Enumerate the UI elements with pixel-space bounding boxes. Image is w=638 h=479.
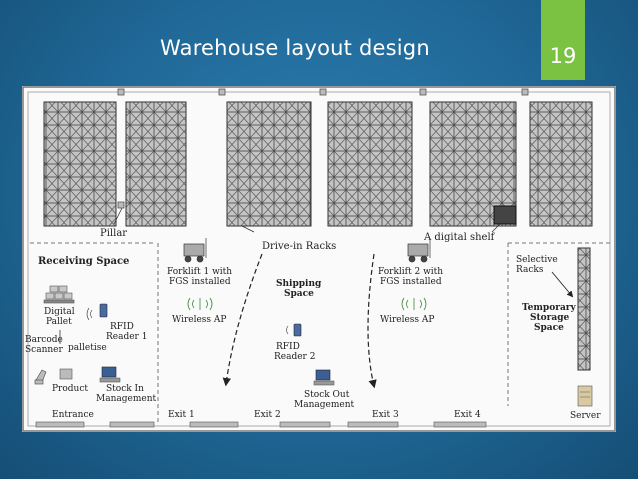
forklift-2-path-arrow [367, 253, 377, 389]
rfid-reader-1-label-2: Reader 1 [106, 332, 147, 342]
temp-storage-label-3: Space [534, 323, 564, 333]
selective-racks-label-2: Racks [516, 265, 544, 275]
rfid-reader-1-icon [86, 303, 108, 321]
rack-block-3 [226, 101, 312, 227]
temporary-storage-space: Selective Racks Temporary Storage Space … [516, 247, 601, 421]
rfid-reader-2-label-2: Reader 2 [274, 352, 315, 362]
warehouse-layout-svg: Pillar Drive-in Racks A digital shelf Re… [22, 86, 616, 432]
stock-in-label-2: Management [96, 394, 156, 404]
rack-block-4 [327, 101, 413, 227]
exit-3-label: Exit 3 [372, 410, 399, 420]
receiving-space-title: Receiving Space [38, 256, 129, 267]
drive-in-racks-label: Drive-in Racks [262, 241, 336, 252]
temp-storage-label-2: Storage [530, 313, 570, 323]
rack-block-1 [43, 101, 117, 227]
rfid-reader-2-label-1: RFID [276, 342, 300, 352]
pallet-stack-icon [43, 285, 75, 304]
selective-racks-arrow [551, 271, 574, 298]
selective-rack-column [577, 247, 591, 371]
shipping-space-label-1: Shipping [276, 279, 322, 289]
warehouse-layout-diagram: Pillar Drive-in Racks A digital shelf Re… [22, 86, 616, 432]
rack-block-5 [429, 101, 517, 227]
slide-number-text: 19 [549, 44, 577, 68]
barcode-scanner-icon [34, 369, 47, 385]
stock-out-label-2: Management [294, 400, 354, 410]
receiving-space: Receiving Space Digital Pallet Barcode S… [25, 256, 156, 420]
pillar-marker [117, 201, 125, 209]
palletise-label: palletise [68, 343, 107, 353]
slide-title: Warehouse layout design [160, 36, 430, 60]
wireless-ap-2-label: Wireless AP [380, 315, 434, 325]
rfid-reader-1-label-1: RFID [110, 322, 134, 332]
server-label: Server [570, 411, 601, 421]
server-icon [577, 385, 593, 407]
wireless-ap-1-icon [187, 297, 213, 311]
rack-block-6 [529, 101, 593, 227]
wireless-ap-2-icon [401, 297, 427, 311]
forklift-2-label-2: FGS installed [380, 277, 442, 287]
product-label: Product [52, 384, 88, 394]
stock-in-computer-icon [99, 366, 121, 383]
rfid-reader-2-icon [286, 323, 302, 337]
drive-in-racks [43, 101, 593, 227]
temp-storage-label-1: Temporary [522, 303, 577, 313]
wall-pillars [117, 88, 529, 96]
digital-shelf [493, 205, 517, 225]
stock-in-label-1: Stock In [106, 384, 144, 394]
rack-block-2 [125, 101, 187, 227]
exit-4-label: Exit 4 [454, 410, 481, 420]
digital-shelf-label: A digital shelf [423, 232, 496, 243]
forklift-2-label-1: Forklift 2 with [378, 267, 443, 277]
barcode-scanner-label-1: Barcode [25, 335, 63, 345]
forklift-1-label-1: Forklift 1 with [167, 267, 232, 277]
forklift-1-path-arrow [222, 253, 263, 387]
exit-2-label: Exit 2 [254, 410, 281, 420]
wireless-ap-1-label: Wireless AP [172, 315, 226, 325]
digital-pallet-label-2: Pallet [46, 317, 72, 327]
forklift-2-icon [407, 238, 431, 263]
pillar-label: Pillar [100, 228, 127, 239]
shipping-space-label-2: Space [284, 289, 314, 299]
selective-racks-label-1: Selective [516, 255, 558, 265]
stock-out-computer-icon [313, 369, 335, 386]
forklift-1-icon [183, 238, 207, 263]
barcode-scanner-label-2: Scanner [25, 345, 63, 355]
stock-out-label-1: Stock Out [304, 390, 350, 400]
entrance-label: Entrance [52, 410, 94, 420]
shipping-space: Forklift 1 with FGS installed Wireless A… [167, 238, 481, 420]
dock-doors [35, 421, 487, 428]
digital-pallet-label-1: Digital [44, 307, 75, 317]
forklift-1-label-2: FGS installed [169, 277, 231, 287]
slide-number: 19 [541, 0, 585, 80]
product-box-icon [59, 368, 73, 380]
exit-1-label: Exit 1 [168, 410, 195, 420]
